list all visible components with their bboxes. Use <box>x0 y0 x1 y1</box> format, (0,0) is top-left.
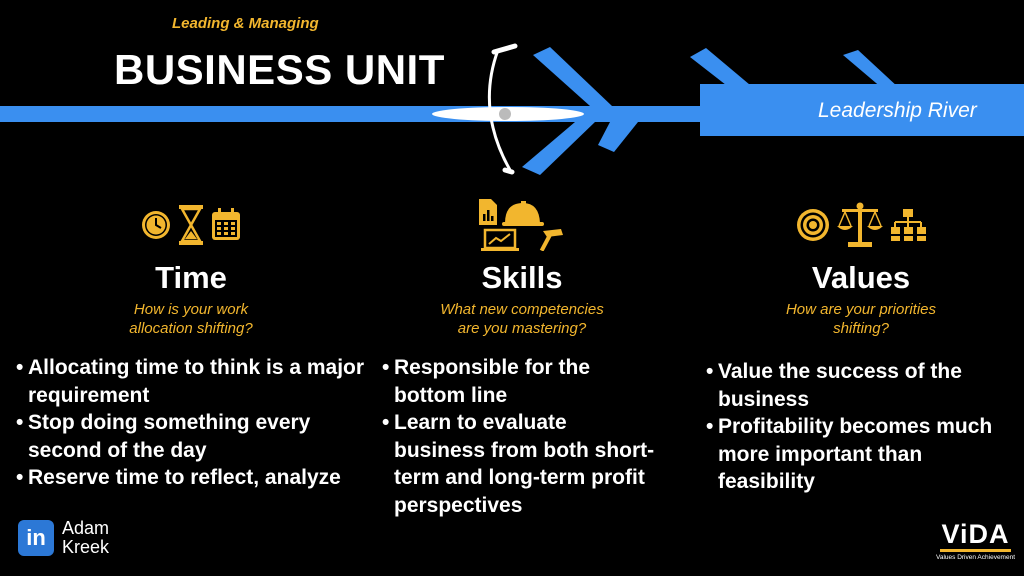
bullet-item: Learn to evaluate business from both sho… <box>382 409 662 519</box>
bullet-item: Value the success of the business <box>706 358 1016 413</box>
author-first-name: Adam <box>62 518 110 538</box>
hard-hat-icon <box>502 201 544 226</box>
org-chart-icon <box>891 209 926 241</box>
laptop-chart-icon <box>481 228 519 251</box>
vida-logo-word: ViDA <box>941 519 1010 549</box>
column-title: Values <box>811 260 911 295</box>
clock-icon <box>142 211 170 239</box>
scales-icon <box>837 202 883 247</box>
skills-column: Skills What new competencies are you mas… <box>382 199 662 519</box>
bullet-list: Value the success of the business Profit… <box>706 358 1016 496</box>
rowing-shell-icon <box>432 43 584 175</box>
values-icons <box>706 200 1016 250</box>
bullet-item: Stop doing something every second of the… <box>16 409 366 464</box>
question-line: allocation shifting? <box>129 320 253 337</box>
river-shape <box>0 47 1024 175</box>
river-label: Leadership River <box>818 99 977 122</box>
question-line: are you mastering? <box>457 320 587 337</box>
vida-logo-tagline: Values Driven Achievement <box>936 554 1016 561</box>
question-line: shifting? <box>833 320 889 337</box>
column-title: Skills <box>481 260 563 295</box>
bullet-item: Allocating time to think is a major requ… <box>16 354 366 409</box>
bullet-item: Responsible for the bottom line <box>382 354 662 409</box>
skills-icons <box>382 199 662 251</box>
report-icon <box>479 199 497 225</box>
skills-icon-group <box>479 199 563 251</box>
bullet-list: Responsible for the bottom line Learn to… <box>382 354 662 519</box>
time-column: Time How is your work allocation shiftin… <box>16 200 366 492</box>
calendar-icon <box>212 208 240 240</box>
bullet-item: Profitability becomes much more importan… <box>706 413 1016 496</box>
question-line: How is your work <box>133 301 249 318</box>
question-line: How are your priorities <box>785 301 937 318</box>
bullet-item: Reserve time to reflect, analyze <box>16 464 366 492</box>
linkedin-icon: in <box>18 520 54 556</box>
page-title: BUSINESS UNIT <box>114 46 445 93</box>
vida-logo: ViDA Values Driven Achievement <box>936 520 1015 561</box>
hammer-icon <box>539 229 563 251</box>
vida-logo-underline <box>940 549 1012 552</box>
column-question: How is your work allocation shifting? <box>16 300 366 338</box>
author-name: Adam Kreek <box>62 519 109 557</box>
author-last-name: Kreek <box>62 537 110 557</box>
target-icon <box>797 209 829 241</box>
bullet-list: Allocating time to think is a major requ… <box>16 354 366 492</box>
column-title: Time <box>155 260 227 295</box>
column-question: What new competencies are you mastering? <box>382 300 662 338</box>
column-question: How are your priorities shifting? <box>706 300 1016 338</box>
question-line: What new competencies <box>440 301 604 318</box>
subtitle: Leading & Managing <box>172 15 319 32</box>
author-badge[interactable]: in Adam Kreek <box>18 519 109 557</box>
hourglass-icon <box>179 205 203 245</box>
time-icons <box>16 200 366 250</box>
values-column: Values How are your priorities shifting?… <box>706 200 1016 496</box>
